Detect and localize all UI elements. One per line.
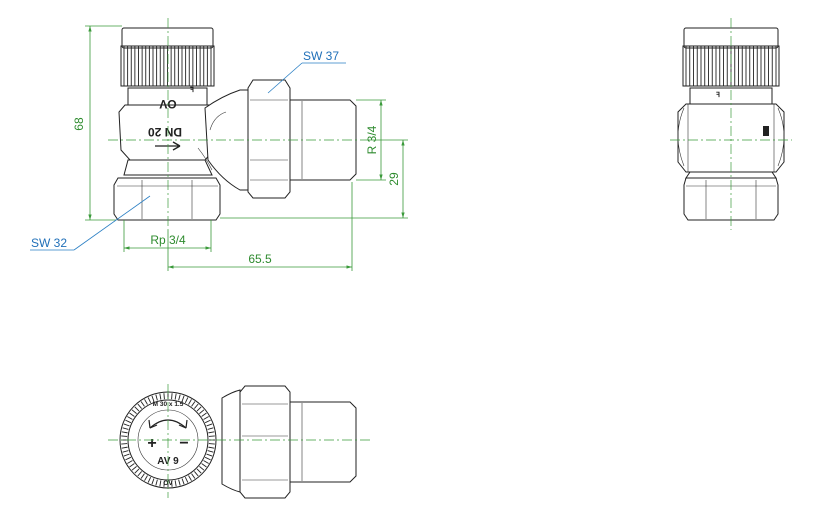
- front-view: OV DN 20 ꟻ: [108, 18, 370, 230]
- dim-height-total-value: 68: [72, 117, 86, 131]
- dim-length: 65.5: [167, 182, 353, 271]
- dim-height-total: 68: [72, 25, 122, 221]
- cap-knurling: [120, 45, 215, 87]
- dim-length-value: 65.5: [248, 252, 272, 266]
- top-view: M 30 x 1.5 + − AV 9 OV: [108, 384, 370, 499]
- callout-sw32: SW 32: [30, 195, 151, 251]
- dim-height-axis: 29: [220, 139, 408, 219]
- minus-marking: −: [179, 435, 188, 452]
- top-elbow: [221, 389, 241, 493]
- callout-sw37-label: SW 37: [303, 49, 339, 63]
- side-marker-block: [763, 126, 769, 136]
- threaded-tailpiece: [289, 99, 357, 181]
- side-valve-body: [677, 103, 785, 173]
- top-cap-knurling: [121, 393, 215, 487]
- ce-mark: ꟻ: [190, 86, 194, 94]
- plus-marking: +: [147, 435, 156, 452]
- callout-sw37: SW 37: [267, 49, 346, 94]
- dim-height-axis-value: 29: [387, 172, 401, 186]
- union-hex-nut: [247, 79, 291, 199]
- callout-sw32-label: SW 32: [31, 236, 67, 250]
- top-hex-nut: [239, 385, 291, 499]
- bottom-nut: [113, 177, 221, 221]
- valve-cap: [121, 27, 214, 49]
- flow-arrow-icon: [155, 141, 181, 151]
- side-cap-knurling: [682, 45, 780, 87]
- dim-thread-rp: Rp 3/4: [123, 220, 212, 252]
- dn-marking: DN 20: [148, 125, 182, 139]
- top-threaded-tailpiece: [289, 401, 357, 483]
- side-ce-mark: ꟻ: [716, 91, 720, 99]
- side-view: ꟻ: [670, 18, 792, 230]
